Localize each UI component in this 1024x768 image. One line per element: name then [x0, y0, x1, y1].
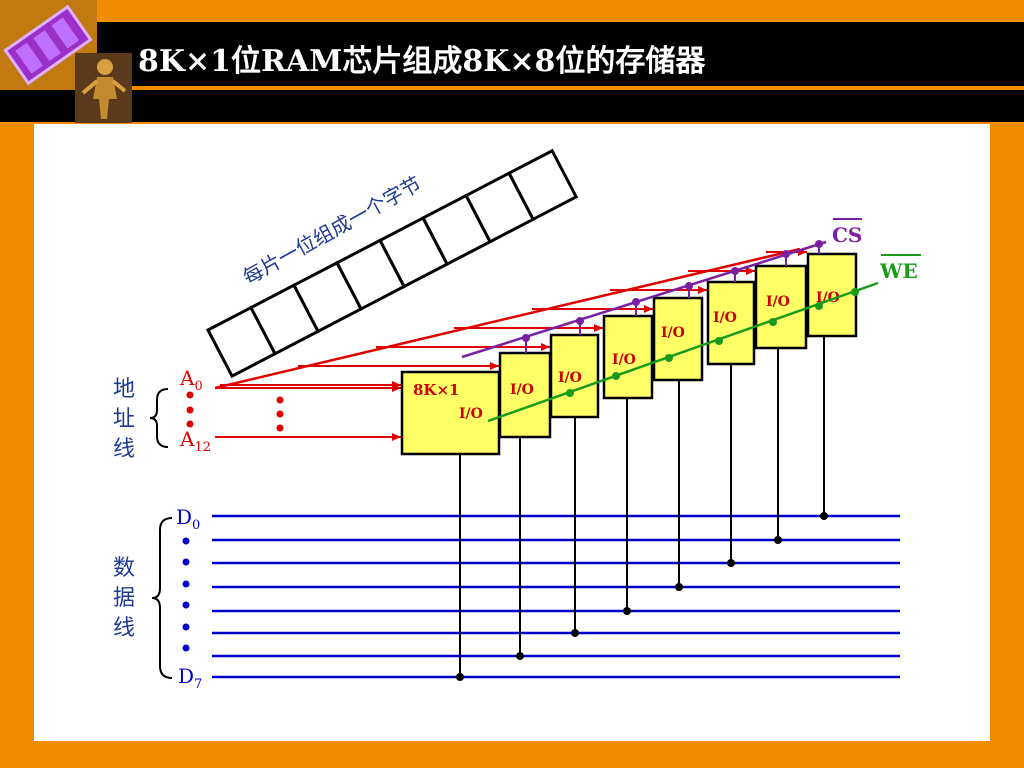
data-brace: [151, 517, 173, 679]
address-diagonal: [214, 247, 801, 390]
memory-chip: [754, 264, 808, 350]
we-label: WE: [879, 259, 918, 283]
address-arrow: [698, 286, 707, 294]
junction-dot: [774, 536, 782, 544]
ellipsis-dot: [182, 644, 190, 652]
cs-junction: [782, 250, 790, 258]
ellipsis-dot: [182, 580, 190, 588]
byte-cell: [507, 148, 579, 222]
ellipsis-dot: [186, 391, 194, 399]
junction-dot: [820, 512, 828, 520]
data-group-label-1: 数: [113, 555, 135, 580]
ellipsis-dot: [182, 601, 190, 609]
data-label-first: D0: [176, 505, 200, 533]
we-junction: [815, 302, 823, 310]
io-label: I/O: [661, 325, 685, 341]
we-junction: [715, 337, 723, 345]
we-junction: [665, 354, 673, 362]
address-arrow: [541, 343, 550, 351]
memory-chip: [706, 280, 756, 366]
ellipsis-dot: [186, 406, 194, 414]
address-arrow: [644, 305, 653, 313]
ellipsis-dot: [186, 420, 194, 428]
io-label: I/O: [612, 352, 636, 368]
io-label: I/O: [510, 382, 534, 398]
junction-dot: [456, 673, 464, 681]
address-arrow: [392, 384, 401, 392]
address-group-label-1: 地: [113, 376, 135, 401]
address-label-last: A12: [179, 427, 211, 455]
ellipsis-dot: [276, 396, 284, 404]
junction-dot: [675, 583, 683, 591]
io-label: I/O: [766, 294, 790, 310]
address-arrow: [594, 324, 603, 332]
we-line: [487, 281, 879, 423]
memory-chip: [602, 314, 654, 400]
data-group-label-3: 线: [113, 615, 135, 640]
cs-junction: [632, 298, 640, 306]
title-bar: [0, 22, 1024, 86]
cs-junction: [731, 267, 739, 275]
figure-logo-icon: [75, 53, 132, 123]
title-bar-lower: [0, 90, 1024, 122]
page-title: 8K×1位RAM芯片组成8K×8位的存储器: [138, 44, 706, 79]
ellipsis-dot: [182, 537, 190, 545]
chip-label: 8K×1: [413, 381, 459, 399]
we-junction: [612, 372, 620, 380]
address-lines: [186, 247, 807, 441]
junction-dot: [623, 607, 631, 615]
address-group-label-2: 址: [113, 406, 135, 431]
ellipsis-dot: [276, 410, 284, 418]
we-junction: [851, 288, 859, 296]
io-label: I/O: [558, 370, 582, 386]
address-group-label-3: 线: [113, 436, 135, 461]
cs-junction: [685, 282, 693, 290]
we-junction: [769, 318, 777, 326]
address-label-first: A0: [179, 366, 203, 394]
cs-label: CS: [832, 223, 862, 247]
cs-junction: [815, 240, 823, 248]
data-label-last: D7: [178, 664, 202, 692]
junction-dot: [727, 559, 735, 567]
address-arrow: [392, 433, 401, 441]
chip-logo-icon: [0, 0, 97, 90]
address-brace: [149, 388, 169, 448]
address-arrow: [746, 267, 755, 275]
junction-dot: [571, 629, 579, 637]
io-label: I/O: [713, 310, 737, 326]
data-lines: [182, 336, 900, 681]
we-junction: [566, 389, 574, 397]
byte-cells: [205, 148, 579, 379]
address-arrow: [490, 362, 499, 370]
ellipsis-dot: [276, 424, 284, 432]
cs-junction: [522, 334, 530, 342]
cs-junction: [576, 317, 584, 325]
io-label: I/O: [459, 406, 483, 422]
memory-chip: [652, 296, 704, 382]
ellipsis-dot: [182, 623, 190, 631]
memory-chip: [400, 370, 501, 456]
memory-chip: [498, 351, 552, 439]
junction-dot: [516, 652, 524, 660]
data-group-label-2: 据: [113, 585, 135, 610]
control-lines: [461, 240, 879, 423]
ellipsis-dot: [182, 558, 190, 566]
